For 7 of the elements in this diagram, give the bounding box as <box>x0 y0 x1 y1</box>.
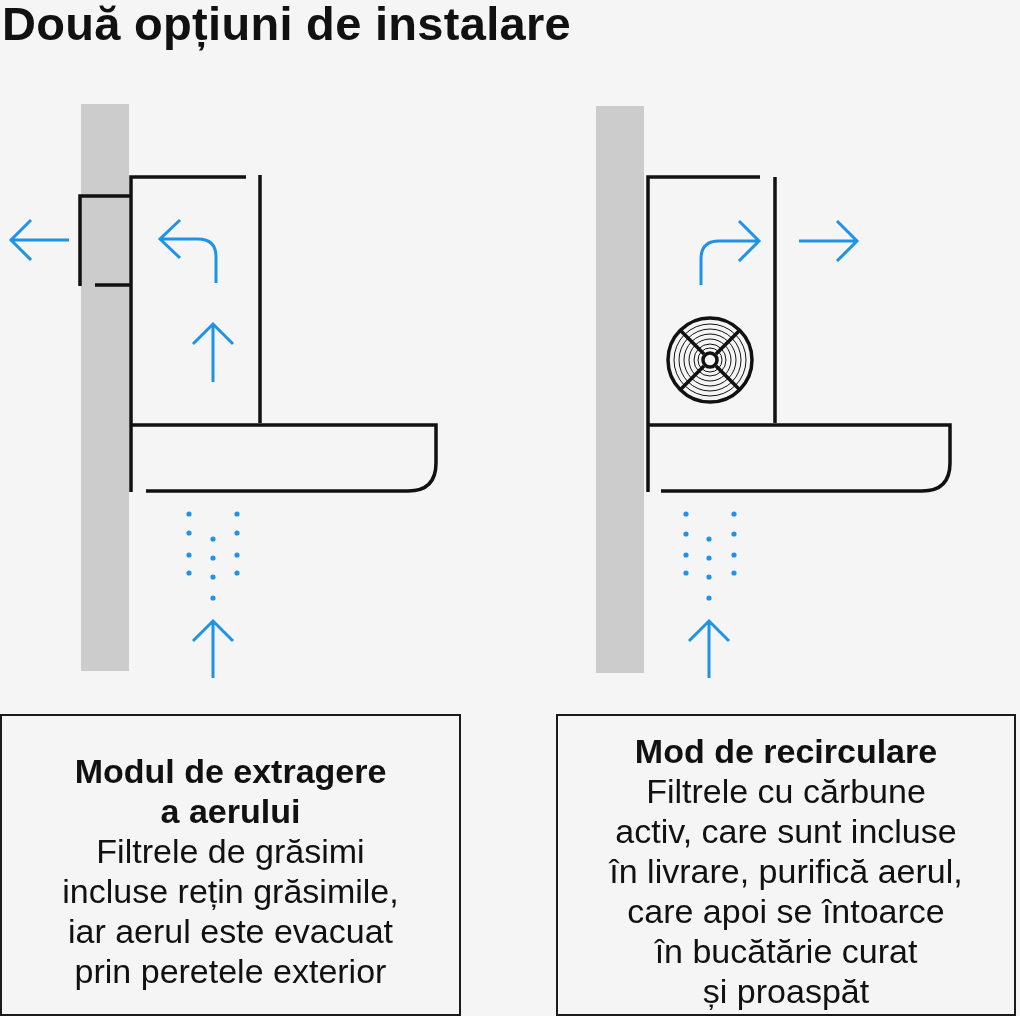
title: Două opțiuni de instalare <box>2 0 571 52</box>
panel-heading: Modul de extragere a aerului <box>74 751 387 831</box>
panel-heading: Mod de recirculare <box>634 731 938 771</box>
panel-description: Filtrele de grăsimi incluse rețin grăsimile, iar aerul este evacuat prin peretele exterior <box>62 831 399 991</box>
panel-description: Filtrele cu cărbune activ, care sunt incluse în livrare, purifică aerul, care apoi se întoarce în bucătărie curat și proaspăt <box>609 771 963 1011</box>
text-panel <box>556 714 1016 1016</box>
text-panel <box>0 714 461 1016</box>
